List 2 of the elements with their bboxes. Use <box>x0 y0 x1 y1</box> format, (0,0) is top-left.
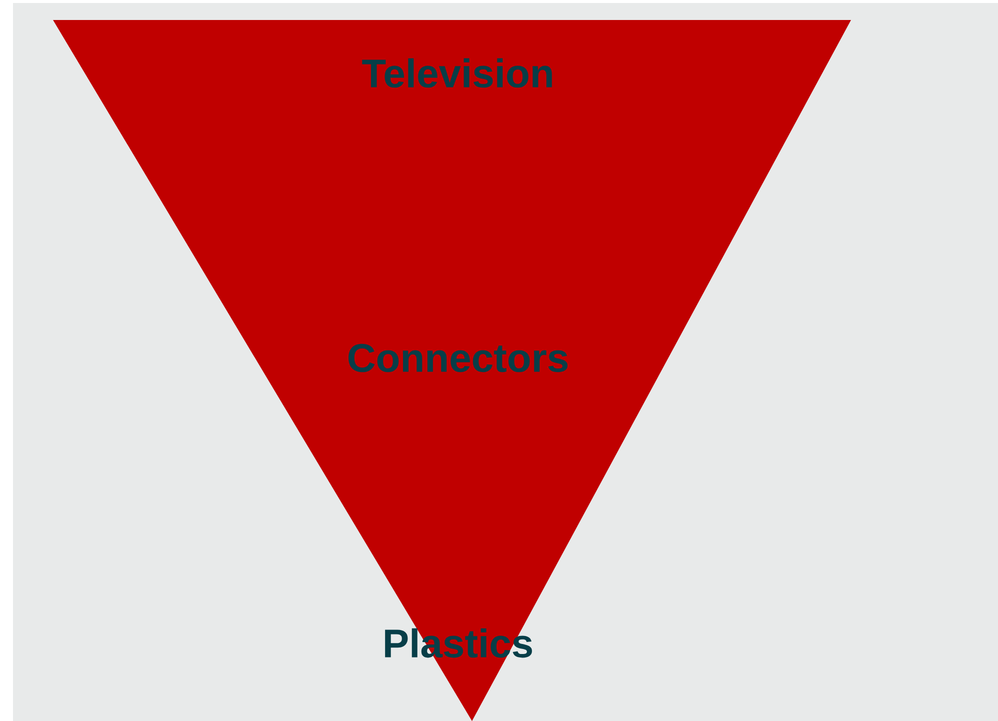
funnel-label: Connectors <box>348 344 568 372</box>
funnel-label: Television <box>362 58 552 88</box>
